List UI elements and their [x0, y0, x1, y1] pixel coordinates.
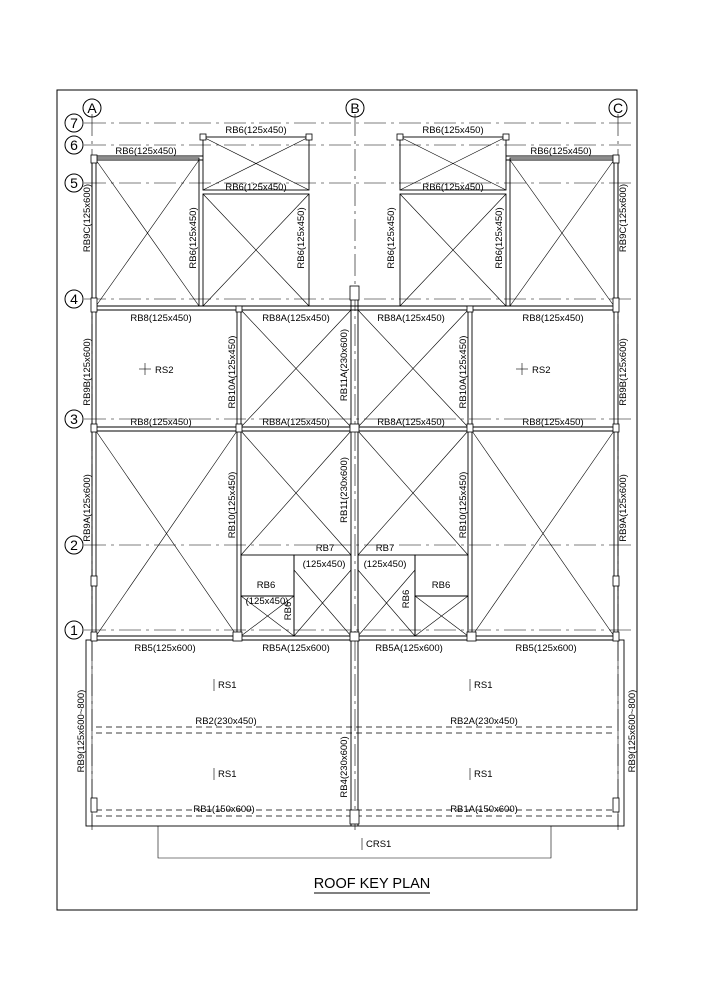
grid-lines — [84, 114, 635, 830]
label-rs2-right: RS2 — [532, 365, 550, 376]
label-rb9b-right: RB9B(125x600) — [618, 338, 629, 406]
label-rb9b-left: RB9B(125x600) — [82, 338, 93, 406]
label-rs1-bottom-right: RS1 — [474, 769, 492, 780]
column-markers — [90, 133, 620, 825]
label-rb6-small-right: RB6 — [432, 580, 450, 591]
label-rb5a-right: RB5A(125x600) — [375, 643, 443, 654]
label-rb6-top-right: RB6(125x450) — [422, 125, 483, 136]
label-rb5-left: RB5(125x600) — [134, 643, 195, 654]
label-rb2: RB2(230x450) — [195, 716, 256, 727]
label-rb10a-right: RB10A(125x450) — [458, 336, 469, 409]
label-rb8a-right-row3: RB8A(125x450) — [377, 417, 445, 428]
grid-bubble-1: 1 — [64, 620, 84, 640]
label-crs1: CRS1 — [366, 839, 391, 850]
label-rb9c-left: RB9C(125x600) — [82, 184, 93, 252]
label-rb8a-left-row3: RB8A(125x450) — [262, 417, 330, 428]
grid-bubble-5: 5 — [64, 173, 84, 193]
label-rb6-v4: RB6(125x450) — [494, 207, 505, 268]
label-rs1-top-left: RS1 — [218, 680, 236, 691]
slab-arrows — [139, 363, 528, 850]
opening-crosses — [95, 136, 615, 637]
label-rb6-v-small-left: RB6 — [283, 602, 294, 620]
label-rb9a-right: RB9A(125x600) — [618, 474, 629, 542]
svg-text:7: 7 — [70, 115, 78, 131]
label-rb8a-right-row4: RB8A(125x450) — [377, 313, 445, 324]
grid-bubble-c: C — [608, 98, 628, 118]
svg-text:C: C — [613, 100, 623, 116]
label-rb1a: RB1A(150x600) — [450, 804, 518, 815]
grid-bubble-b: B — [345, 98, 365, 118]
label-rb6-small-left: RB6 — [257, 580, 275, 591]
label-rb9c-right: RB9C(125x600) — [618, 184, 629, 252]
grid-bubble-a: A — [82, 98, 102, 118]
svg-text:A: A — [87, 100, 97, 116]
label-rb9a-left: RB9A(125x600) — [82, 474, 93, 542]
label-rb7-right: RB7 — [376, 543, 394, 554]
grid-bubble-3: 3 — [64, 409, 84, 429]
drawing-title: ROOF KEY PLAN — [314, 876, 431, 894]
beam-labels-vertical: RB9C(125x600) RB9C(125x600) RB6(125x450)… — [76, 184, 638, 798]
slab-labels: RS2 RS2 RS1 RS1 RS1 RS1 CRS1 — [155, 365, 550, 850]
label-rb8-right-row4: RB8(125x450) — [522, 313, 583, 324]
svg-text:B: B — [350, 100, 359, 116]
label-rb9-left: RB9(125x600~800) — [76, 690, 87, 773]
beam-labels: RB6(125x450) RB6(125x450) RB6(125x450) R… — [115, 125, 591, 815]
label-rb11a: RB11A(230x600) — [339, 329, 350, 401]
label-rb6-top-left: RB6(125x450) — [225, 125, 286, 136]
sheet-border — [56, 89, 638, 911]
label-rb7-size-left: (125x450) — [303, 559, 346, 570]
label-rs1-bottom-left: RS1 — [218, 769, 236, 780]
label-rb6-v1: RB6(125x450) — [188, 207, 199, 268]
label-rb2a: RB2A(230x450) — [450, 716, 518, 727]
label-rb5a-left: RB5A(125x600) — [262, 643, 330, 654]
page-title: ROOF KEY PLAN — [314, 876, 431, 892]
svg-text:5: 5 — [70, 175, 78, 191]
svg-text:1: 1 — [70, 622, 78, 638]
label-rb6-v3: RB6(125x450) — [386, 207, 397, 268]
grid-bubble-6: 6 — [64, 135, 84, 155]
label-rb6-left: RB6(125x450) — [115, 146, 176, 157]
label-rb7-size-right: (125x450) — [364, 559, 407, 570]
grid-bubble-2: 2 — [64, 535, 84, 555]
label-rb5-right: RB5(125x600) — [515, 643, 576, 654]
label-rb4: RB4(230x600) — [339, 736, 350, 797]
grid-bubbles: A B C 7 6 5 4 3 — [64, 98, 628, 640]
label-rb10a-left: RB10A(125x450) — [227, 336, 238, 409]
svg-text:3: 3 — [70, 411, 78, 427]
svg-text:6: 6 — [70, 137, 78, 153]
svg-text:2: 2 — [70, 537, 78, 553]
label-rs1-top-right: RS1 — [474, 680, 492, 691]
label-rb8-right-row3: RB8(125x450) — [522, 417, 583, 428]
svg-text:4: 4 — [70, 291, 78, 307]
label-rb10-right: RB10(125x450) — [458, 472, 469, 539]
grid-bubble-7: 7 — [64, 113, 84, 133]
label-rb7-left: RB7 — [316, 543, 334, 554]
label-rb1: RB1(150x600) — [193, 804, 254, 815]
label-rb6-right: RB6(125x450) — [530, 146, 591, 157]
label-rs2-left: RS2 — [155, 365, 173, 376]
label-rb8a-left-row4: RB8A(125x450) — [262, 313, 330, 324]
label-rb6-size-small: (125x450) — [246, 596, 289, 607]
label-rb10-left: RB10(125x450) — [227, 472, 238, 539]
label-rb8-left-row4: RB8(125x450) — [130, 313, 191, 324]
label-rb6-mid-left: RB6(125x450) — [225, 182, 286, 193]
label-rb9-right: RB9(125x600~800) — [627, 690, 638, 773]
label-rb6-v2: RB6(125x450) — [296, 207, 307, 268]
label-rb6-mid-right: RB6(125x450) — [422, 182, 483, 193]
label-rb6-v-small-right: RB6 — [401, 590, 412, 608]
label-rb11: RB11(230x600) — [339, 457, 350, 523]
label-rb8-left-row3: RB8(125x450) — [130, 417, 191, 428]
grid-bubble-4: 4 — [64, 289, 84, 309]
